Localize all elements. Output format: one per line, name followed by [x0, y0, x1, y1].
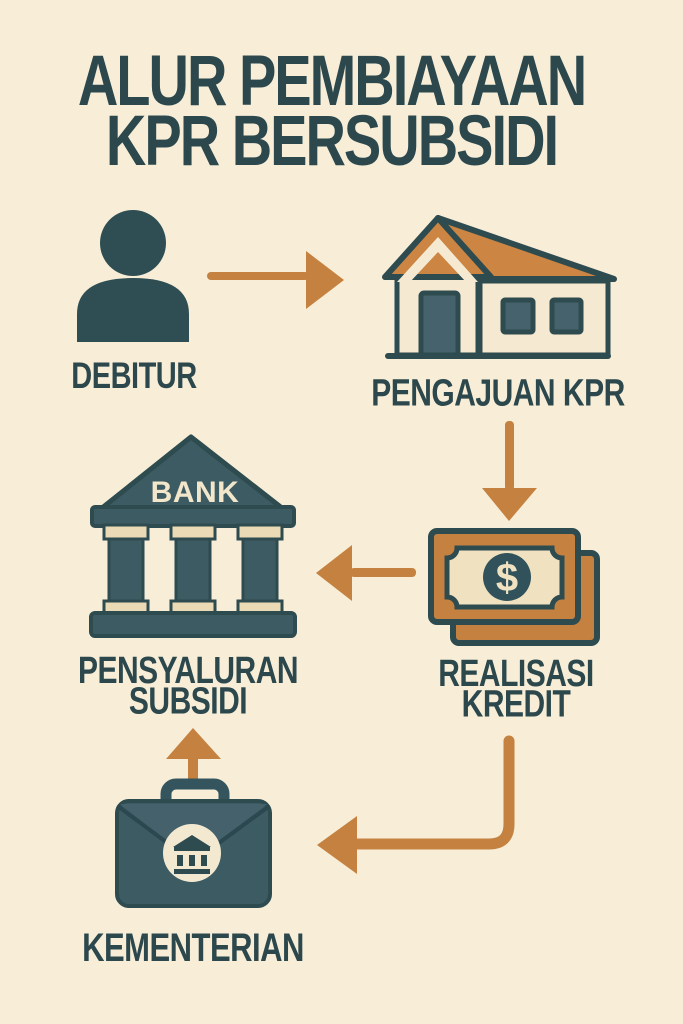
label-realisasi-line2: KREDIT [461, 683, 571, 726]
title-line1: ALUR PEMBIAYAAN [77, 39, 587, 121]
house-front-wall [477, 278, 611, 358]
poster-title: ALUR PEMBIAYAAN KPR BERSUBSIDI [0, 39, 673, 181]
label-realisasi-line1: REALISASI [438, 652, 594, 695]
banknote-icon: $ [428, 528, 600, 646]
arrow-elbow-icon [317, 735, 515, 874]
briefcase-icon [115, 778, 272, 908]
banknote-coin [483, 553, 531, 601]
arrow-up-icon [166, 728, 221, 786]
arrow-right-icon [207, 251, 344, 309]
label-realisasi-kredit: REALISASI KREDIT [366, 652, 666, 726]
bank-plinth [89, 611, 297, 638]
label-pensyaluran-subsidi: PENSYALURAN SUBSIDI [38, 649, 338, 723]
person-body [77, 278, 189, 342]
label-pensyaluran-line1: PENSYALURAN [77, 649, 299, 692]
label-pensyaluran-line2: SUBSIDI [128, 680, 248, 723]
label-kementerian: KEMENTERIAN [82, 925, 304, 970]
bank-building-text: BANK [151, 476, 240, 509]
label-pengajuan-kpr: PENGAJUAN KPR [371, 372, 625, 415]
dollar-sign: $ [496, 556, 518, 600]
bank-icon: BANK [89, 434, 297, 638]
house-gable-infill [397, 237, 478, 282]
arrow-down-icon [482, 421, 537, 521]
person-icon [77, 210, 189, 342]
house-window-right [549, 297, 584, 335]
mini-bank-icon [173, 835, 211, 874]
person-head [100, 210, 166, 276]
bank-entablature [90, 505, 296, 528]
title-line2: KPR BERSUBSIDI [105, 99, 559, 181]
label-debitur: DEBITUR [71, 356, 197, 397]
house-icon [382, 215, 617, 359]
house-door [418, 290, 461, 358]
arrow-left-icon [316, 545, 416, 601]
briefcase-emblem-circle [163, 824, 221, 882]
house-window-left [500, 297, 536, 335]
